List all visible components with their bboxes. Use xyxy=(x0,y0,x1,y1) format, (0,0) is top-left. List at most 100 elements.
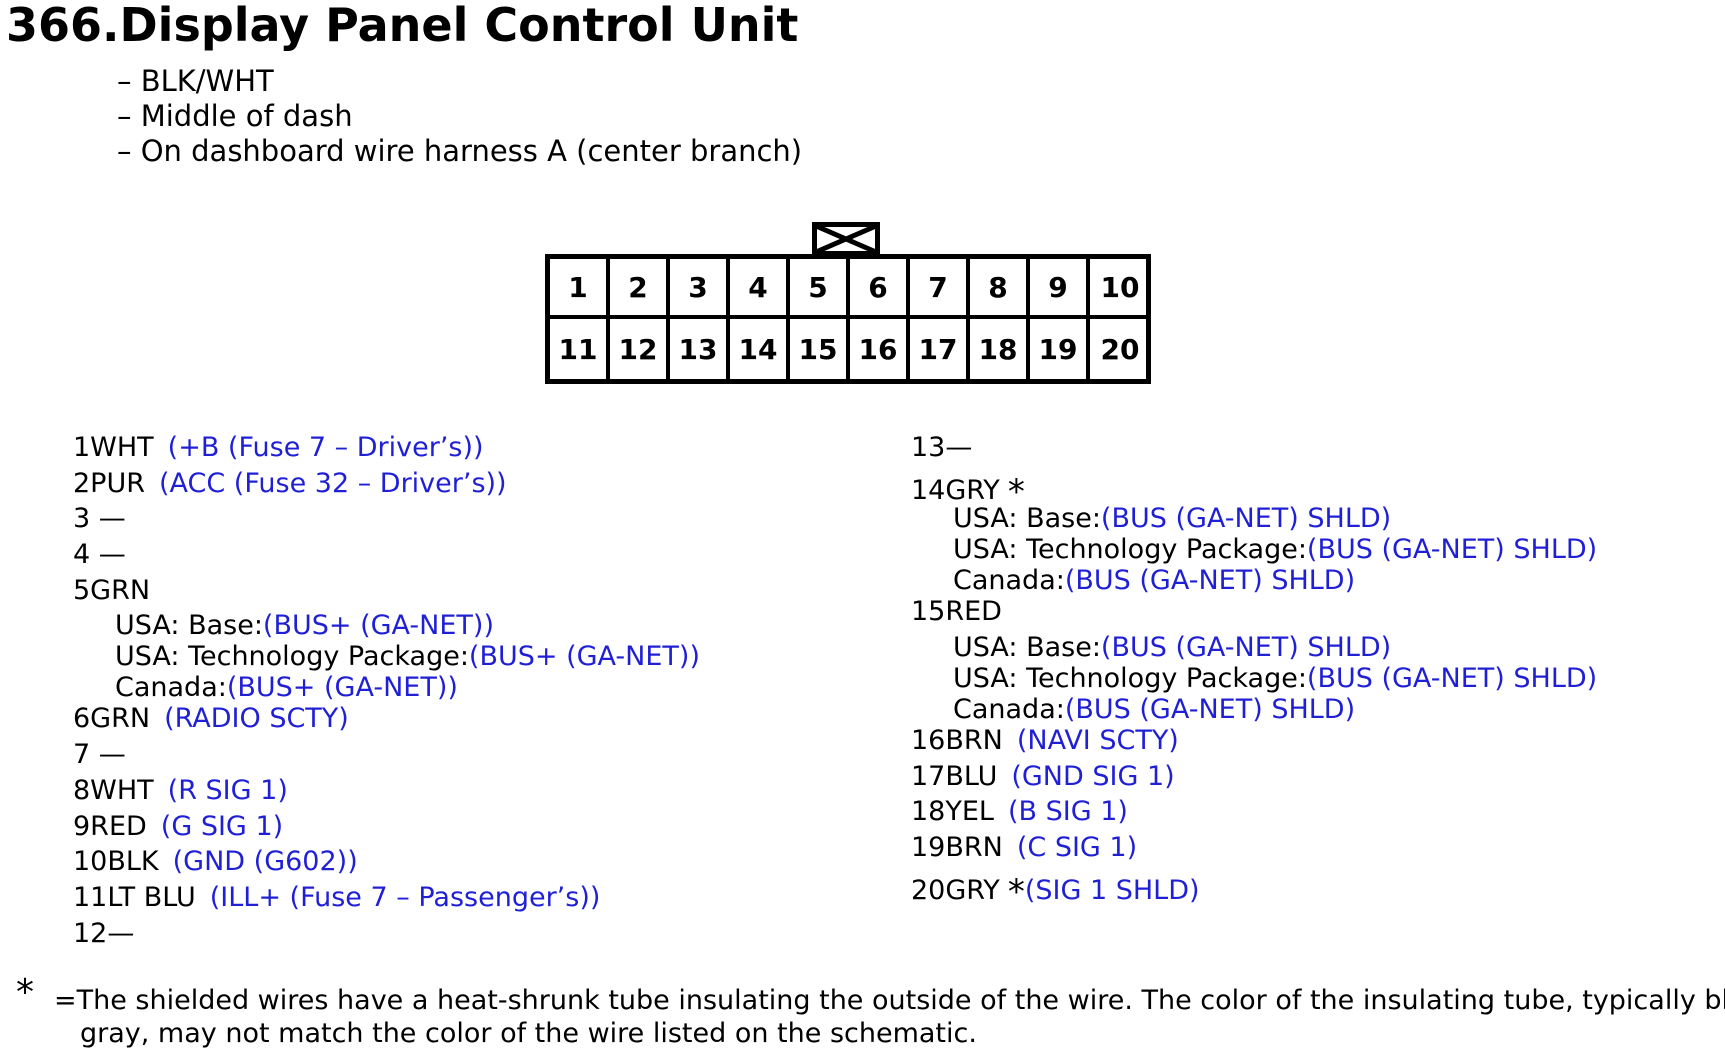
pin-row: 18YEL (B SIG 1) xyxy=(911,796,1597,832)
footnote-line-2: gray, may not match the color of the wir… xyxy=(80,1018,977,1049)
pin-function: (ILL+ (Fuse 7 – Passenger’s)) xyxy=(209,881,601,913)
pin-wire-color: 2PUR xyxy=(73,467,145,499)
connector-pin-4: 4 xyxy=(730,259,790,319)
pin-variant-row: USA: Base:(BUS+ (GA-NET)) xyxy=(73,610,700,641)
pin-row: 17BLU (GND SIG 1) xyxy=(911,761,1597,797)
pin-row: 12— xyxy=(73,918,700,954)
pin-function: (C SIG 1) xyxy=(1016,832,1138,864)
connector-pin-5: 5 xyxy=(790,259,850,319)
pin-row: 11LT BLU (ILL+ (Fuse 7 – Passenger’s)) xyxy=(73,882,700,918)
footnote-line-1: =The shielded wires have a heat-shrunk t… xyxy=(54,985,1725,1016)
connector-pin-3: 3 xyxy=(670,259,730,319)
pin-wire-color: 6GRN xyxy=(73,703,151,735)
pin-row: 2PUR(ACC (Fuse 32 – Driver’s)) xyxy=(73,468,700,504)
connector-pin-16: 16 xyxy=(850,319,910,379)
pin-variant-row: USA: Technology Package:(BUS+ (GA-NET)) xyxy=(73,641,700,672)
connector-pin-7: 7 xyxy=(910,259,970,319)
variant-function: (BUS (GA-NET) SHLD) xyxy=(1064,694,1356,726)
variant-function: (BUS (GA-NET) SHLD) xyxy=(1306,663,1598,695)
pin-function: (SIG 1 SHLD) xyxy=(1024,874,1200,906)
pin-row: 20GRY*(SIG 1 SHLD) xyxy=(911,868,1597,912)
pin-wire-color: 14GRY xyxy=(911,474,1000,506)
pin-wire-color: 15RED xyxy=(911,596,1002,628)
pin-wire-color: 10BLK xyxy=(73,846,159,878)
pin-variant-row: Canada:(BUS (GA-NET) SHLD) xyxy=(911,565,1597,596)
connector-pin-20: 20 xyxy=(1100,332,1140,366)
pin-wire-color: 18YEL xyxy=(911,796,994,828)
pin-wire-color: 19BRN xyxy=(911,832,1003,864)
pin-row: 14GRY* xyxy=(911,468,1597,512)
pin-wire-color: 7 — xyxy=(73,739,126,771)
pin-wire-color: 1WHT xyxy=(73,432,154,463)
connector-pin-12: 12 xyxy=(610,319,670,379)
connector-pin-13: 13 xyxy=(670,319,730,379)
connector-pin-2: 2 xyxy=(610,259,670,319)
pin-function: (B SIG 1) xyxy=(1007,796,1128,828)
shielded-wire-asterisk: * xyxy=(1007,871,1025,912)
footnote-asterisk: * xyxy=(16,972,34,1013)
pin-wire-color: 4 — xyxy=(73,539,126,571)
pin-wire-color: 16BRN xyxy=(911,725,1003,757)
page-title: 366.Display Panel Control Unit xyxy=(6,0,799,52)
variant-function: (BUS (GA-NET) SHLD) xyxy=(1064,565,1356,597)
connector-notes: – BLK/WHT – Middle of dash – On dashboar… xyxy=(117,64,802,169)
variant-label: USA: Technology Package: xyxy=(953,663,1307,695)
variant-function: (BUS (GA-NET) SHLD) xyxy=(1306,534,1598,566)
pin-row: 19BRN (C SIG 1) xyxy=(911,832,1597,868)
connector-pin-18: 18 xyxy=(970,319,1030,379)
pin-function: (R SIG 1) xyxy=(167,774,288,806)
pin-wire-color: 8WHT xyxy=(73,774,154,806)
pin-variant-row: USA: Technology Package:(BUS (GA-NET) SH… xyxy=(911,663,1597,694)
pin-list-right: 13—14GRY*USA: Base:(BUS (GA-NET) SHLD)US… xyxy=(911,432,1597,912)
pin-row: 3 — xyxy=(73,503,700,539)
pin-function: (GND SIG 1) xyxy=(1011,760,1175,792)
pin-wire-color: 17BLU xyxy=(911,760,998,792)
connector-pin-6: 6 xyxy=(850,259,910,319)
footnote: * =The shielded wires have a heat-shrunk… xyxy=(16,975,1725,1050)
variant-label: Canada: xyxy=(953,694,1065,726)
variant-function: (BUS+ (GA-NET)) xyxy=(262,610,494,642)
connector-pin-15: 15 xyxy=(790,319,850,379)
pin-row: 6GRN (RADIO SCTY) xyxy=(73,703,700,739)
pin-list-left: 1WHT (+B (Fuse 7 – Driver’s)) 2PUR(ACC (Fu… xyxy=(73,432,700,953)
variant-function: (BUS (GA-NET) SHLD) xyxy=(1100,632,1392,664)
pin-wire-color: 5GRN xyxy=(73,574,151,606)
connector-pin-17: 17 xyxy=(910,319,970,379)
connector-lock-tab-icon xyxy=(812,222,880,255)
pin-row: 1WHT (+B (Fuse 7 – Driver’s)) xyxy=(73,432,700,468)
note-location: – Middle of dash xyxy=(117,99,353,133)
pin-function: (G SIG 1) xyxy=(160,810,284,842)
pin-row: 15RED xyxy=(911,596,1597,632)
variant-label: Canada: xyxy=(953,565,1065,597)
pin-row: 7 — xyxy=(73,739,700,775)
variant-label: USA: Base: xyxy=(953,503,1101,535)
pin-row: 13— xyxy=(911,432,1597,468)
shielded-wire-asterisk: * xyxy=(1007,471,1025,512)
variant-function: (BUS (GA-NET) SHLD) xyxy=(1100,503,1392,535)
pin-row: 5GRN xyxy=(73,575,700,611)
pin-wire-color: 11LT BLU xyxy=(73,881,196,913)
note-harness: – On dashboard wire harness A (center br… xyxy=(117,134,803,168)
pin-wire-color: 12— xyxy=(73,917,135,949)
variant-label: USA: Technology Package: xyxy=(115,641,469,673)
pin-variant-row: USA: Technology Package:(BUS (GA-NET) SH… xyxy=(911,534,1597,565)
pin-row: 16BRN(NAVI SCTY) xyxy=(911,725,1597,761)
pin-function: (+B (Fuse 7 – Driver’s)) xyxy=(167,432,484,463)
connector-pin-10: 10 xyxy=(1090,259,1150,319)
pin-wire-color: 20GRY xyxy=(911,874,1000,906)
pin-row: 9RED (G SIG 1) xyxy=(73,811,700,847)
pin-variant-row: Canada:(BUS+ (GA-NET)) xyxy=(73,672,700,703)
connector-pin-9: 9 xyxy=(1030,259,1090,319)
variant-function: (BUS+ (GA-NET)) xyxy=(226,672,458,704)
pin-wire-color: 9RED xyxy=(73,810,147,842)
connector-pin-19: 19 xyxy=(1030,319,1090,379)
variant-label: USA: Base: xyxy=(115,610,263,642)
pin-function: (RADIO SCTY) xyxy=(164,703,349,735)
connector-pin-1: 1 xyxy=(550,259,610,319)
connector-pin-11: 11 xyxy=(550,319,610,379)
pin-function: (GND (G602)) xyxy=(172,846,358,878)
pin-row: 8WHT (R SIG 1) xyxy=(73,775,700,811)
pin-wire-color: 3 — xyxy=(73,503,126,535)
variant-function: (BUS+ (GA-NET)) xyxy=(468,641,700,673)
